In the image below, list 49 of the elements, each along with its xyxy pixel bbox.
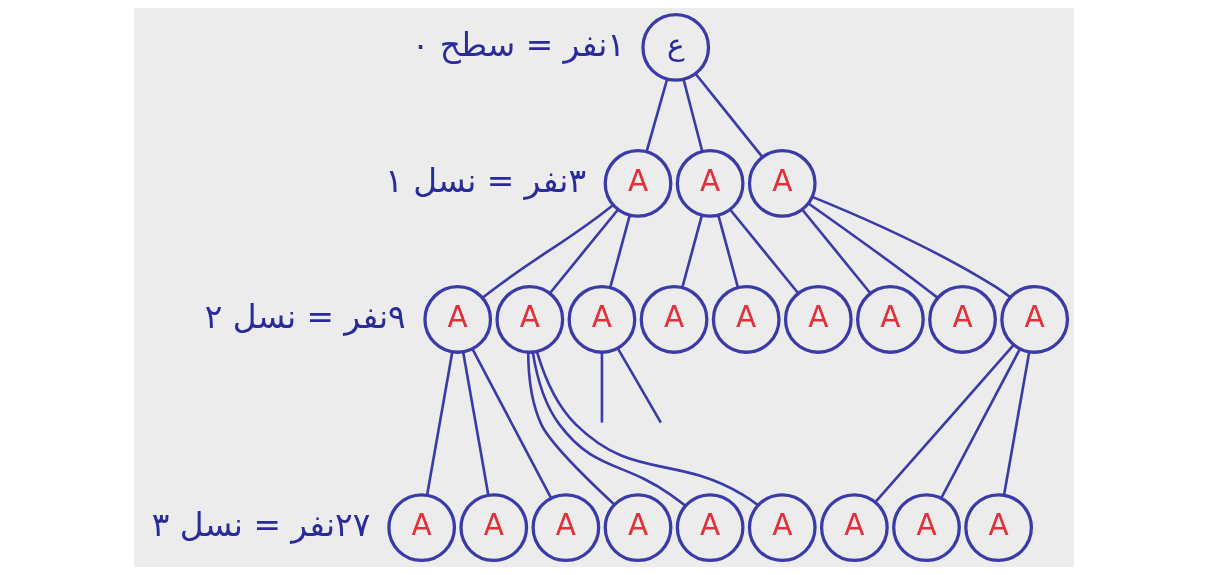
connector (694, 73, 763, 158)
label: ۱نفر = سطح ۰ (411, 25, 625, 64)
node-circle: A (639, 285, 708, 354)
node-circle: A (675, 149, 745, 218)
connector (470, 348, 552, 499)
node-circle: A (603, 493, 672, 563)
node-circle: A (567, 285, 636, 354)
connector (531, 351, 686, 507)
node-circle: A (783, 285, 853, 354)
connector (716, 214, 739, 288)
connector (1002, 352, 1030, 496)
node-circle: A (819, 493, 889, 563)
connector (608, 214, 631, 288)
node-circle: A (711, 285, 781, 354)
connector (728, 209, 799, 294)
node-circle: A (530, 493, 600, 563)
label: ۹نفر = نسل ۲ (204, 297, 406, 336)
connector (600, 352, 603, 423)
node-circle: A (494, 285, 564, 354)
node-circle: A (747, 149, 817, 218)
connector (939, 348, 1021, 499)
node-circle: A (458, 493, 528, 563)
node-circle: A (927, 285, 997, 354)
node-circle: ع (640, 12, 710, 82)
label: ۳نفر = نسل ۱ (384, 161, 586, 200)
connector (616, 347, 662, 424)
connector (681, 79, 703, 152)
connector (680, 214, 703, 288)
node-circle: A (963, 493, 1033, 563)
connector (461, 352, 490, 496)
connector (526, 352, 615, 506)
node-circle: A (855, 285, 925, 354)
connector (644, 78, 668, 152)
connector (425, 352, 454, 496)
connector (801, 209, 871, 294)
node-circle: A (603, 149, 672, 218)
connector (481, 204, 614, 299)
node-circle: A (422, 285, 492, 354)
node-circle: A (891, 493, 961, 563)
connector (535, 351, 759, 507)
node-circle: A (999, 285, 1069, 354)
node-circle: A (747, 493, 817, 563)
node-circle: A (386, 493, 456, 563)
label: ۲۷نفر = نسل ۳ (151, 505, 370, 544)
connector (807, 202, 938, 299)
connector (811, 195, 1011, 299)
connector (548, 209, 619, 294)
connector (874, 344, 1014, 503)
node-circle: A (675, 493, 745, 563)
